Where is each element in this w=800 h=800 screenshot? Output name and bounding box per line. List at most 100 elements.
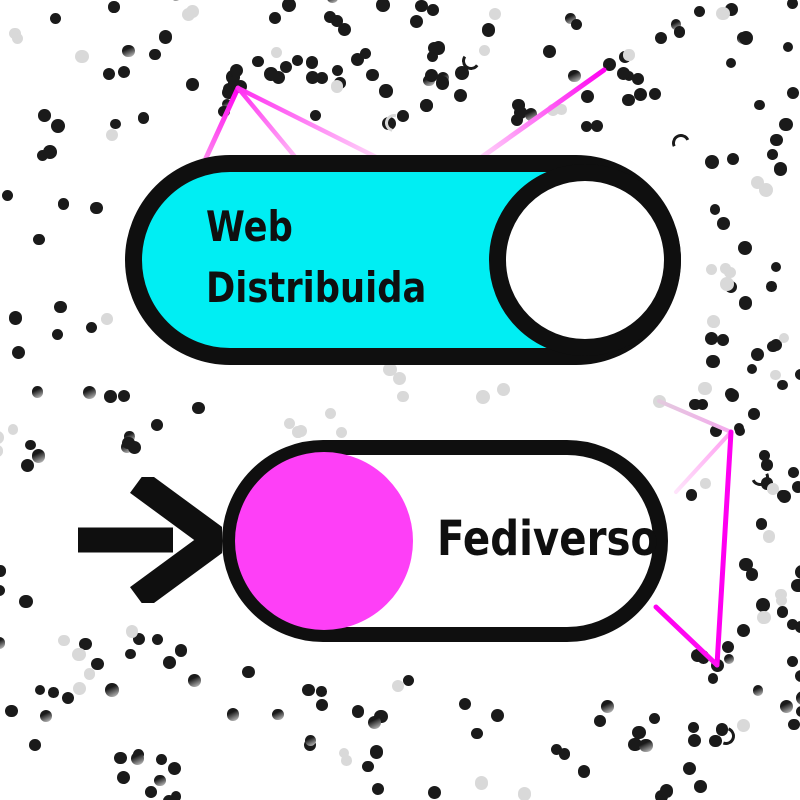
bg-dot [491, 709, 505, 723]
bg-dot [42, 145, 57, 160]
bg-dot [580, 120, 593, 133]
bg-dot [217, 105, 230, 118]
bg-dot [117, 65, 131, 79]
bg-dot [137, 112, 150, 124]
bg-dot [0, 445, 4, 457]
bg-dot [795, 705, 800, 718]
bg-dot [787, 619, 799, 630]
bg-dot [325, 407, 337, 419]
bg-dot [550, 744, 562, 756]
bg-dot [475, 389, 490, 404]
bg-dot [693, 5, 705, 18]
bg-dot [51, 329, 63, 341]
bg-dot [32, 449, 46, 463]
bg-dot [767, 149, 779, 160]
bg-dot [795, 621, 800, 633]
right-arrow-icon [78, 477, 222, 603]
bg-dot [365, 68, 379, 82]
toggle-knob-magenta[interactable] [235, 452, 413, 630]
bg-dot [19, 594, 33, 609]
bg-dot [316, 72, 329, 84]
bg-dot [108, 1, 120, 13]
bg-dot [279, 60, 293, 74]
bg-dot [324, 11, 337, 24]
bg-dot [228, 76, 240, 88]
bg-dot [454, 65, 469, 80]
bg-dot [737, 241, 752, 256]
bg-dot [100, 312, 113, 325]
toggle-web-distribuida[interactable]: Web Distribuida [125, 155, 681, 365]
toggle-label-fediverso: Fediverso [437, 511, 659, 567]
toggle-fediverso[interactable]: Fediverso [222, 440, 668, 642]
bg-dot [382, 362, 397, 377]
bg-dot [489, 8, 502, 21]
bg-dot [11, 345, 26, 360]
bg-dot [8, 311, 22, 325]
bg-dot [754, 99, 765, 111]
toggle-knob-white[interactable] [489, 164, 681, 356]
bg-dot [226, 708, 240, 721]
bg-dot [694, 779, 707, 793]
bg-dot [649, 87, 662, 100]
bg-dot [174, 644, 188, 657]
bg-dot [689, 398, 701, 411]
bg-dot [170, 791, 182, 800]
bg-dot [125, 648, 136, 660]
bg-dot [188, 674, 202, 688]
bg-dot [513, 105, 528, 119]
bg-dot [397, 390, 409, 403]
bg-dot [777, 606, 789, 618]
bg-dot [90, 657, 104, 671]
bg-dot [622, 93, 635, 107]
bg-dot [779, 117, 793, 132]
bg-dot [131, 751, 145, 765]
bg-dot [770, 369, 781, 381]
bg-dot [577, 765, 591, 779]
bg-dot [110, 118, 121, 130]
bg-dot [144, 786, 157, 798]
bg-dot [788, 719, 800, 731]
bg-dot [415, 0, 428, 13]
bg-dot [371, 782, 385, 796]
bg-dot [33, 233, 45, 246]
bg-dot [555, 104, 567, 115]
bg-dot [616, 66, 630, 80]
bg-dot [747, 407, 760, 420]
bg-dot [746, 363, 758, 375]
bg-dot [403, 674, 415, 686]
bg-dot [762, 530, 776, 543]
bg-dot [517, 787, 531, 800]
bg-dot [282, 0, 296, 13]
bg-dot [105, 682, 120, 697]
bg-dot [114, 752, 127, 765]
bg-dot [242, 665, 256, 679]
bg-dot [426, 51, 438, 63]
bg-dot [270, 47, 282, 59]
bg-dot [167, 762, 181, 776]
bg-dot [721, 640, 735, 654]
bg-dot [623, 49, 635, 61]
bg-dot [332, 64, 344, 76]
bg-dot [705, 264, 717, 276]
bg-dot [568, 69, 582, 83]
bg-dot [757, 610, 771, 624]
bg-dot [697, 399, 709, 411]
bg-dot [53, 300, 67, 314]
bg-dot [758, 183, 773, 198]
bg-dot [707, 673, 719, 684]
bg-dot [688, 733, 702, 748]
bg-dot [755, 518, 768, 530]
bg-dot [382, 116, 397, 131]
bg-dot [770, 338, 783, 352]
bg-dot [159, 30, 173, 44]
bg-dot [0, 565, 7, 577]
bg-dot [335, 426, 348, 439]
bg-dot [316, 686, 328, 697]
bg-dot [780, 699, 794, 714]
bg-dot [338, 747, 350, 759]
bg-dot [734, 425, 746, 437]
bg-dot [570, 18, 582, 30]
bg-dot [720, 276, 735, 291]
bg-dot [268, 11, 281, 24]
bg-dot [379, 84, 393, 98]
